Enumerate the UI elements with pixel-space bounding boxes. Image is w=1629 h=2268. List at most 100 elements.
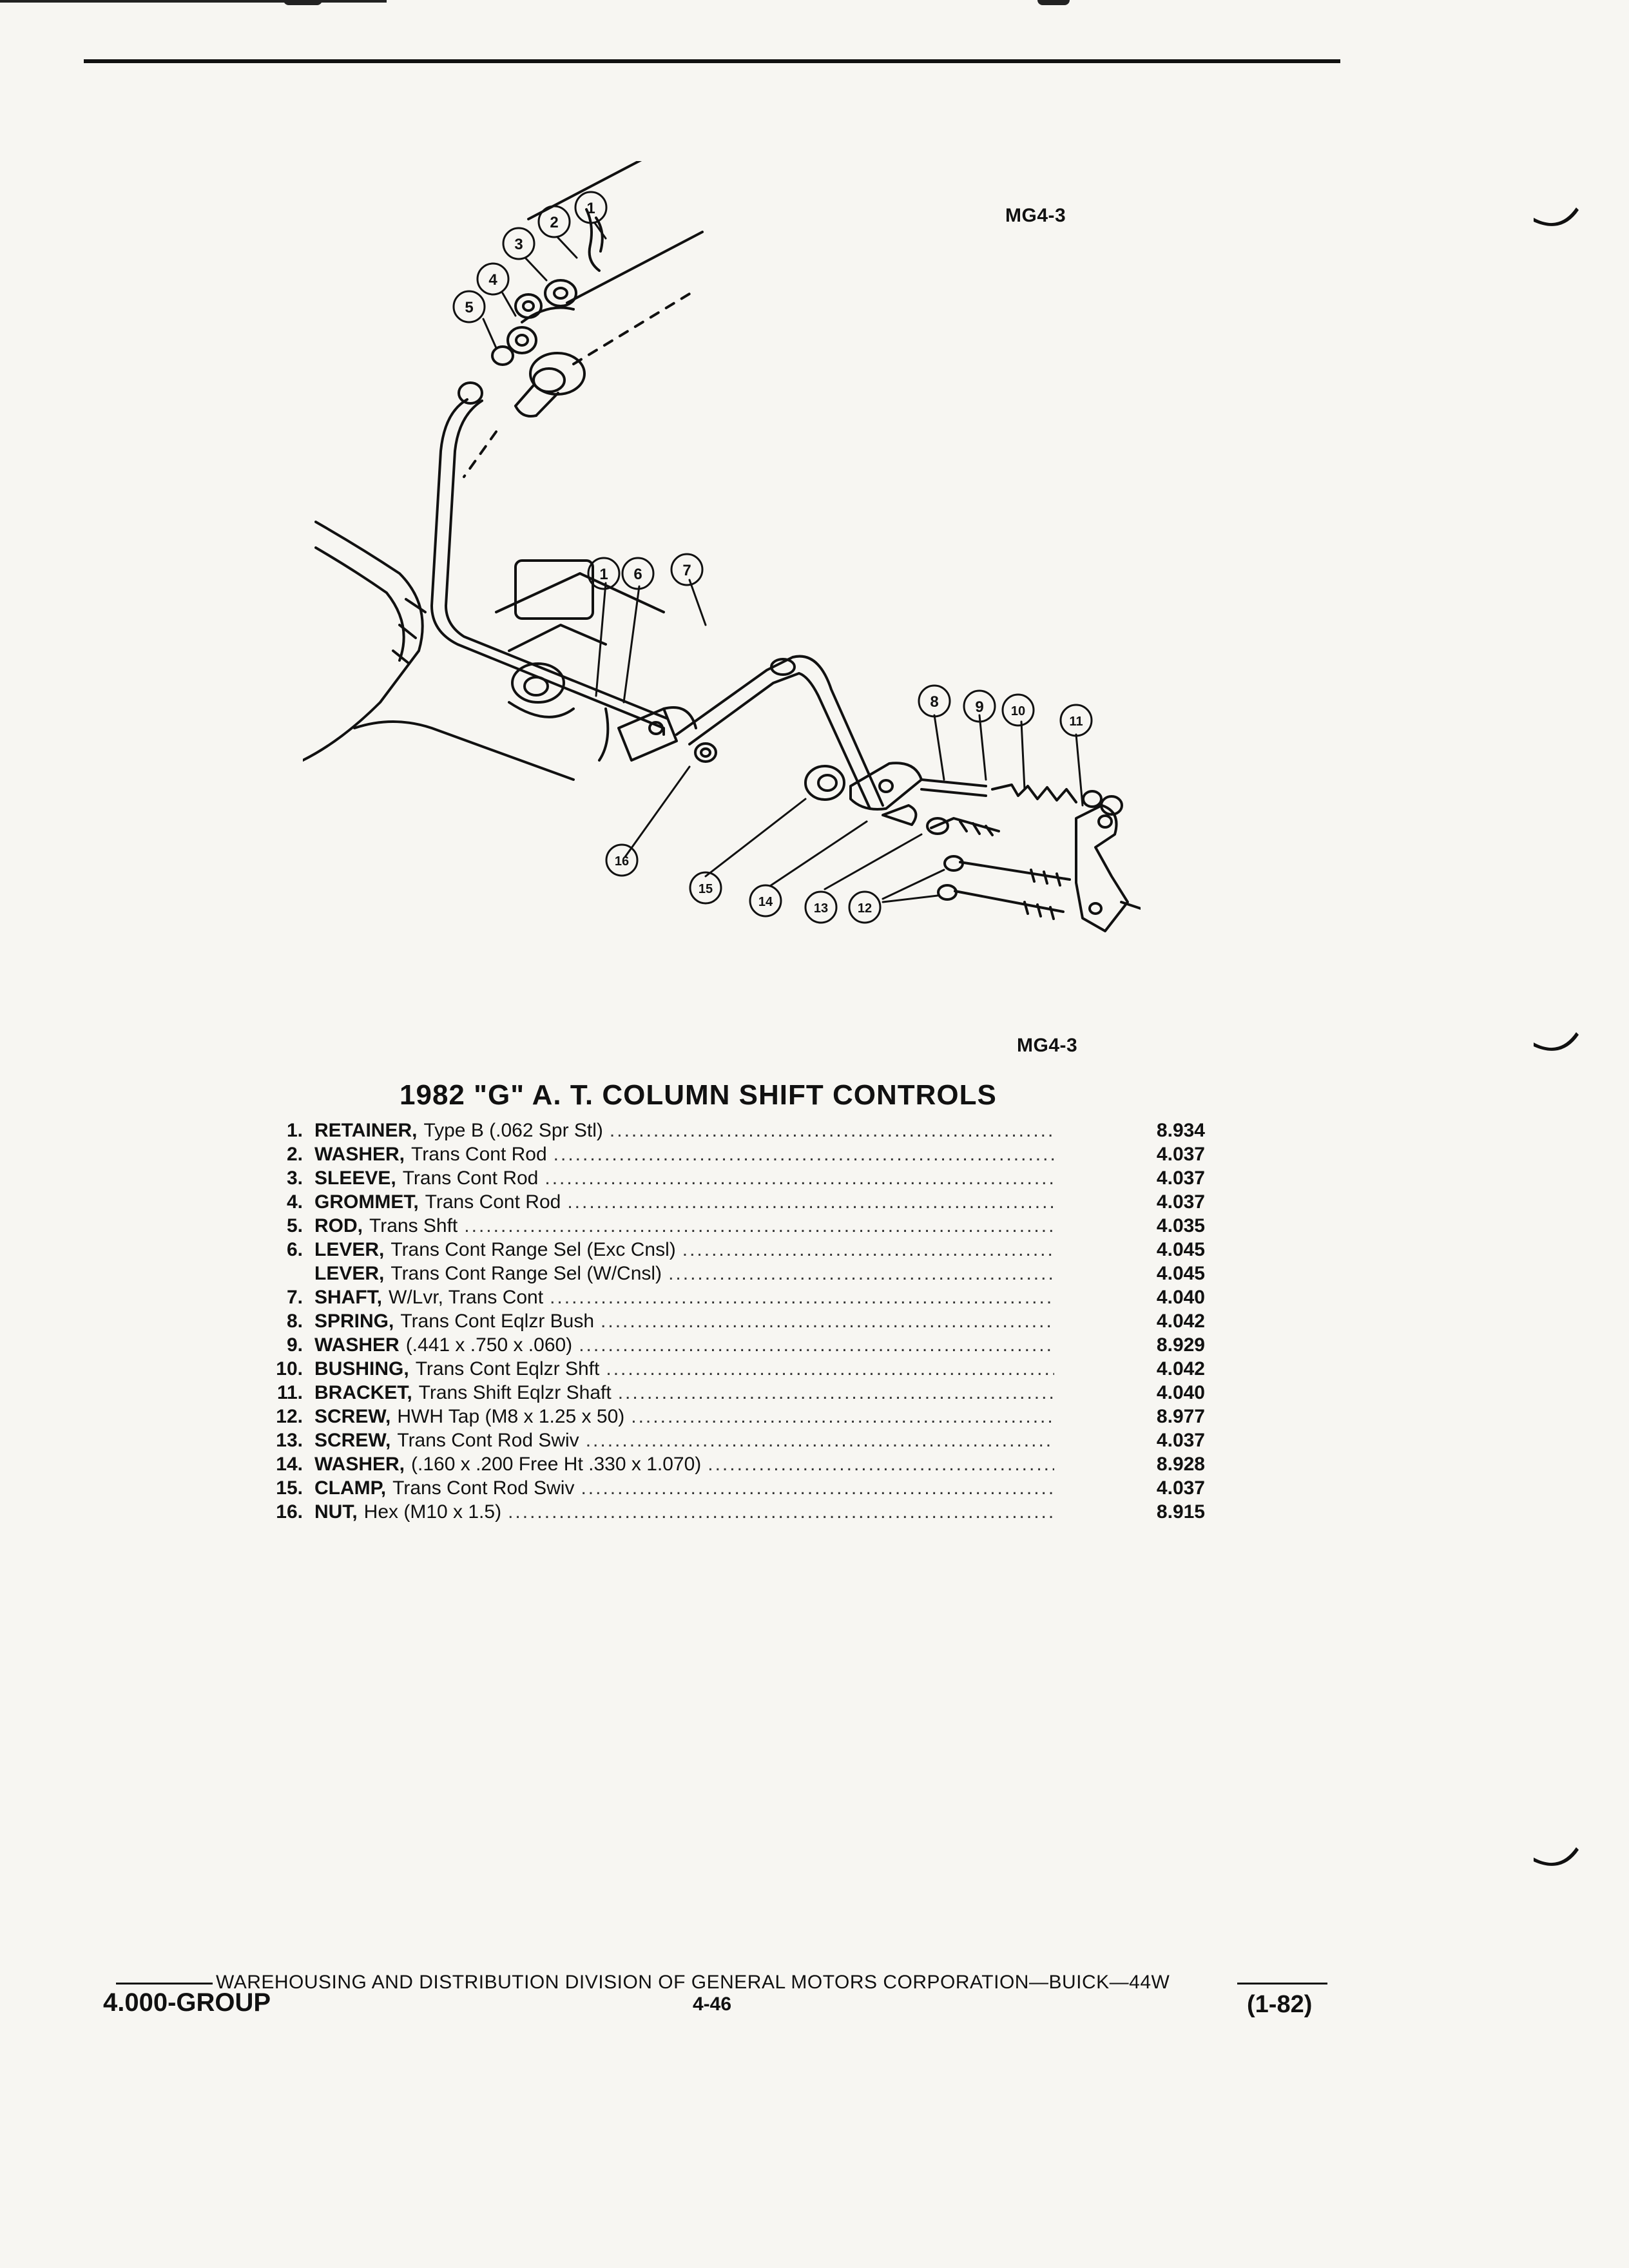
part-number: 1. (286, 1120, 303, 1141)
group-number: 4.037 (1156, 1144, 1205, 1165)
part-description: Trans Cont Rod (402, 1168, 539, 1189)
dot-leader (606, 1358, 1054, 1380)
scan-edge-mark (0, 0, 387, 3)
footer-rule (1237, 1983, 1327, 1984)
part-description: (.160 x .200 Free Ht .330 x 1.070) (411, 1454, 702, 1475)
group-number: 4.037 (1156, 1477, 1205, 1499)
part-name: SCREW, (314, 1430, 391, 1451)
dot-leader (708, 1454, 1054, 1475)
part-name: LEVER, (314, 1239, 385, 1260)
part-name: WASHER (314, 1334, 400, 1356)
page-number: 4-46 (693, 1994, 732, 2015)
parts-list-row: 11.BRACKET,Trans Shift Eqlzr Shaft4.040 (245, 1382, 1205, 1406)
dot-leader (581, 1477, 1054, 1499)
footer-division: WAREHOUSING AND DISTRIBUTION DIVISION OF… (216, 1972, 1170, 1993)
dot-leader (545, 1168, 1054, 1189)
callout-label: 9 (975, 698, 983, 716)
binder-mark-icon (1534, 1032, 1579, 1051)
group-number: 4.045 (1156, 1263, 1205, 1284)
part-number: 5. (286, 1215, 303, 1236)
footer-group: 4.000-GROUP (103, 1988, 271, 2017)
exploded-parts-diagram: 1 2 3 4 5 1 6 7 8 9 10 11 16 15 14 13 12 (303, 161, 1141, 932)
parts-list-row: 4.GROMMET,Trans Cont Rod4.037 (245, 1191, 1205, 1215)
part-description: Trans Cont Rod Swiv (392, 1477, 575, 1499)
group-number: 4.040 (1156, 1287, 1205, 1308)
part-description: Trans Cont Rod Swiv (397, 1430, 579, 1451)
figure-label: MG4-3 (1005, 205, 1066, 226)
part-name: CLAMP, (314, 1477, 387, 1499)
dot-leader (567, 1191, 1054, 1213)
section-title: 1982 "G" A. T. COLUMN SHIFT CONTROLS (400, 1079, 997, 1111)
part-description: Trans Shft (369, 1215, 458, 1236)
part-description: Trans Shift Eqlzr Shaft (418, 1382, 612, 1403)
callout-label: 5 (465, 299, 473, 316)
part-name: LEVER, (314, 1263, 385, 1284)
group-number: 4.037 (1156, 1191, 1205, 1213)
part-name: BRACKET, (314, 1382, 412, 1403)
dot-leader (610, 1120, 1054, 1142)
part-name: ROD, (314, 1215, 363, 1236)
scan-edge-mark (284, 0, 322, 5)
callout-label: 3 (514, 236, 523, 253)
parts-list-row: 3. SLEEVE, Trans Cont Rod 4.037 (245, 1168, 1205, 1191)
parts-list-row: 15.CLAMP,Trans Cont Rod Swiv4.037 (245, 1477, 1205, 1501)
part-name: BUSHING, (314, 1358, 409, 1379)
part-name: WASHER, (314, 1454, 405, 1475)
group-number: 8.915 (1156, 1501, 1205, 1523)
parts-list-row: 7.SHAFT,W/Lvr, Trans Cont4.040 (245, 1287, 1205, 1311)
callout-label: 12 (858, 901, 872, 916)
dot-leader (554, 1144, 1054, 1166)
group-number: 8.928 (1156, 1454, 1205, 1475)
part-name: RETAINER, (314, 1120, 418, 1141)
parts-list-row: 9. WASHER(.441 x .750 x .060) 8.929 (245, 1334, 1205, 1358)
dot-leader (508, 1501, 1054, 1523)
group-number: 4.035 (1156, 1215, 1205, 1236)
part-number: 3. (286, 1168, 303, 1189)
group-number: 4.045 (1156, 1239, 1205, 1260)
parts-list-row: 5. ROD, Trans Shft 4.035 (245, 1215, 1205, 1239)
parts-list-row: 2.WASHER,Trans Cont Rod4.037 (245, 1144, 1205, 1168)
part-description: W/Lvr, Trans Cont (389, 1287, 544, 1308)
dot-leader (550, 1287, 1054, 1309)
dot-leader (601, 1311, 1054, 1332)
part-number: 6. (286, 1239, 303, 1260)
part-description: Trans Cont Rod (425, 1191, 561, 1213)
part-name: WASHER, (314, 1144, 405, 1165)
dot-leader (586, 1430, 1054, 1452)
part-number: 16. (276, 1501, 303, 1523)
parts-list-row: 8.SPRING,Trans Cont Eqlzr Bush4.042 (245, 1311, 1205, 1334)
part-description: (.441 x .750 x .060) (405, 1334, 573, 1356)
parts-list-row: 12.SCREW,HWH Tap (M8 x 1.25 x 50)8.977 (245, 1406, 1205, 1430)
part-number: 9. (286, 1334, 303, 1356)
dot-leader (464, 1215, 1054, 1237)
part-name: SPRING, (314, 1311, 394, 1332)
group-number: 4.040 (1156, 1382, 1205, 1403)
part-name: SHAFT, (314, 1287, 382, 1308)
part-name: SLEEVE, (314, 1168, 396, 1189)
dot-leader (668, 1263, 1054, 1285)
part-number: 12. (276, 1406, 303, 1427)
part-number: 10. (276, 1358, 303, 1379)
group-number: 4.037 (1156, 1168, 1205, 1189)
part-description: Trans Cont Eqlzr Bush (400, 1311, 595, 1332)
parts-list-row: 1.RETAINER,Type B (.062 Spr Stl)8.934 (245, 1120, 1205, 1144)
figure-label: MG4-3 (1017, 1035, 1078, 1056)
group-number: 8.929 (1156, 1334, 1205, 1356)
part-description: Trans Cont Range Sel (W/Cnsl) (390, 1263, 662, 1284)
callout-label: 8 (930, 693, 938, 711)
callout-label: 7 (682, 562, 691, 579)
part-number: 14. (276, 1454, 303, 1475)
binder-mark-icon (1534, 207, 1579, 226)
parts-list-row: 16.NUT,Hex (M10 x 1.5)8.915 (245, 1501, 1205, 1525)
revision-date: (1-82) (1247, 1991, 1313, 2018)
parts-list-row: LEVER,Trans Cont Range Sel (W/Cnsl) 4.045 (245, 1263, 1205, 1287)
part-name: GROMMET, (314, 1191, 419, 1213)
group-number: 4.042 (1156, 1311, 1205, 1332)
callout-label: 4 (488, 271, 497, 289)
callout-label: 11 (1069, 715, 1083, 729)
part-description: Type B (.062 Spr Stl) (423, 1120, 603, 1141)
footer-rule (116, 1983, 213, 1984)
callout-label: 2 (550, 214, 558, 231)
part-description: HWH Tap (M8 x 1.25 x 50) (397, 1406, 625, 1427)
dot-leader (618, 1382, 1054, 1404)
